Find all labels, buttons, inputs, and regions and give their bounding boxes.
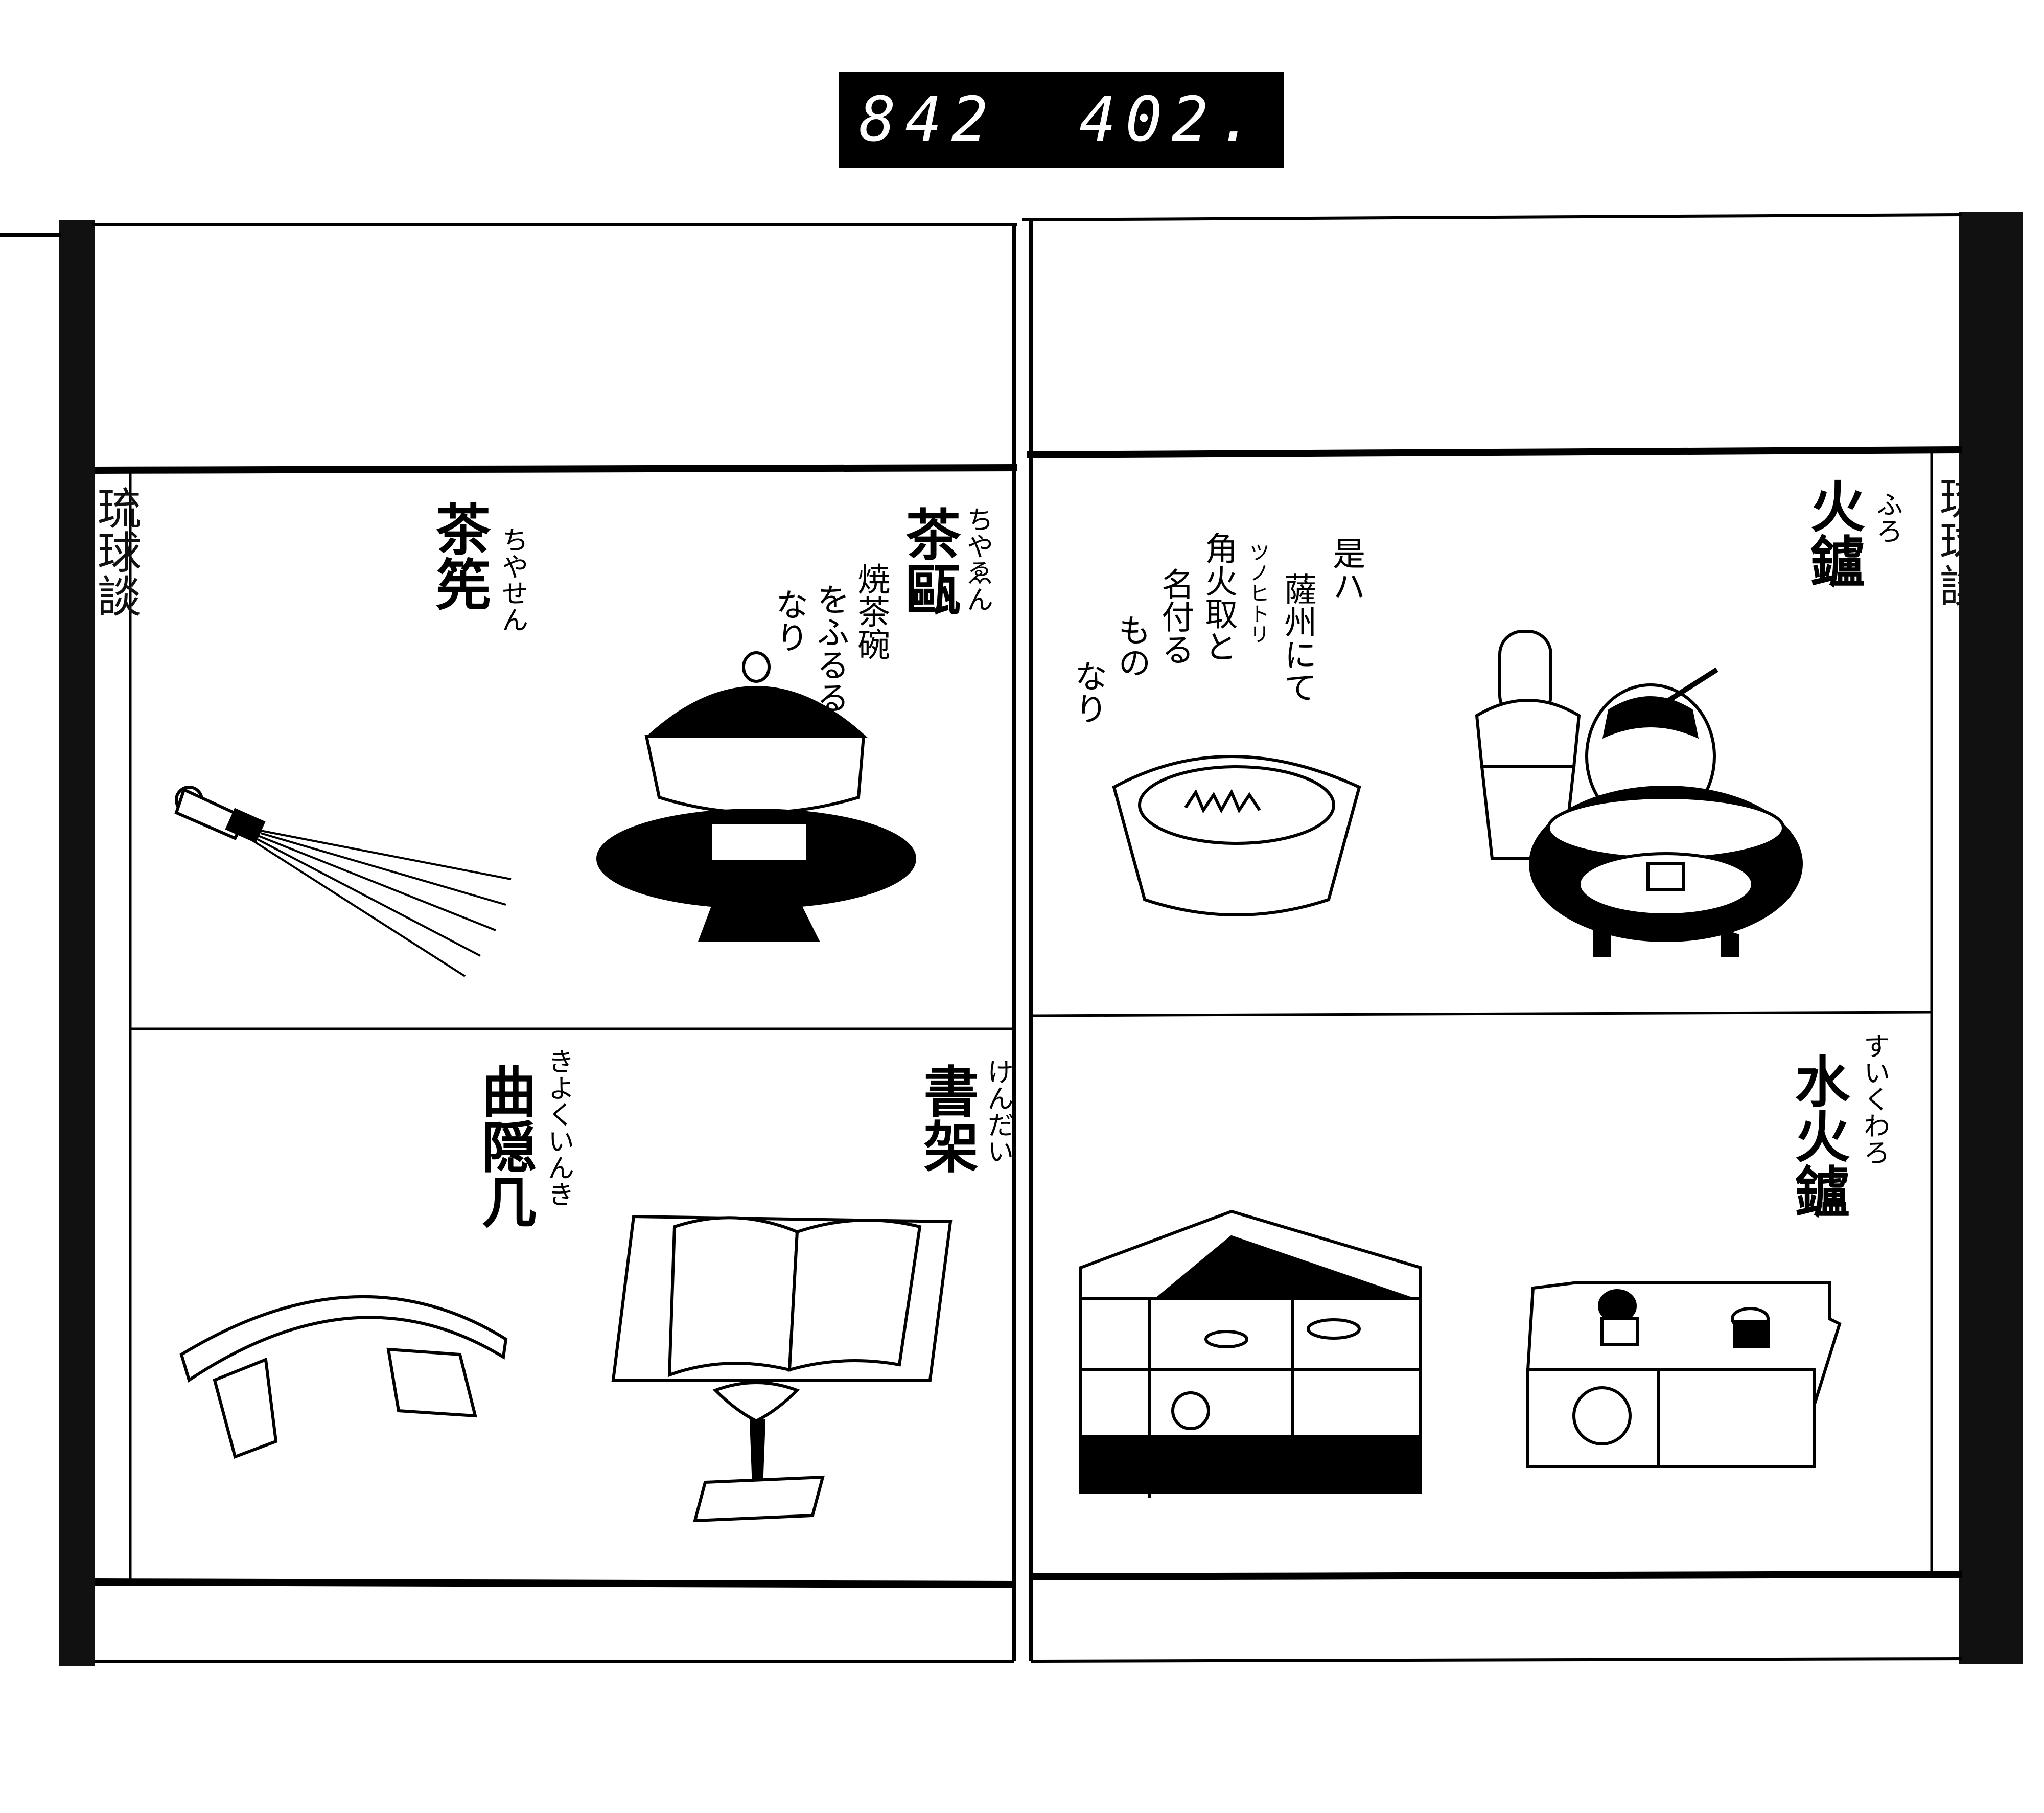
furo-note-3: 角火取と <box>1199 532 1238 662</box>
right-margin-title: 琉球談 <box>1932 475 1983 607</box>
book-stand-title: 書架 <box>914 1063 979 1174</box>
left-margin-title: 琉球談 <box>89 486 141 617</box>
water-fire-stove-reading: すいくわろ <box>1859 1032 1890 1165</box>
furo-note-5: もの <box>1112 613 1151 679</box>
furo-note-4: 名付る <box>1156 567 1194 665</box>
tea-whisk-illustration <box>174 786 512 977</box>
box-stove-illustration <box>1526 1281 1842 1468</box>
tea-bowl-illustration <box>596 651 916 942</box>
tea-bowl-title: 茶甌 <box>896 506 961 616</box>
armrest-title: 曲隠几 <box>472 1063 537 1229</box>
brazier-kettle-illustration <box>1475 630 1803 957</box>
right-binding-edge <box>1959 212 2023 1664</box>
tea-whisk-reading: ちやせん <box>497 526 528 633</box>
left-binding-edge <box>59 220 95 1666</box>
counter-right: 402. <box>1079 84 1264 155</box>
cabinet-stove-illustration <box>1079 1209 1422 1498</box>
right-page-frame <box>1021 213 1963 1663</box>
furo-note-6: なり <box>1069 659 1107 725</box>
counter-left: 842 <box>859 84 997 155</box>
left-page-frame <box>92 223 1017 1663</box>
tea-bowl-note-1: 焼茶碗 <box>852 562 890 660</box>
armrest-illustration <box>179 1295 508 1459</box>
frame-counter: 842 402. <box>839 72 1284 168</box>
tea-bowl-note-2: をふるる <box>811 583 849 714</box>
fire-bowl-illustration <box>1112 755 1361 916</box>
furo-title: 火鑪 <box>1801 478 1866 588</box>
furo-note-ruby: ツノヒトリ <box>1246 542 1269 644</box>
tea-bowl-note-3: なり <box>770 588 808 653</box>
book-stand-illustration <box>611 1214 953 1523</box>
water-fire-stove-title: 水火鑪 <box>1785 1053 1850 1219</box>
tea-whisk-title: 茶筅 <box>426 501 491 611</box>
furo-note-2: 薩州にて <box>1279 572 1317 703</box>
furo-reading: ふろ <box>1871 491 1902 544</box>
furo-note-1: 是ハ <box>1327 537 1365 602</box>
tea-bowl-reading: ちやゑん <box>962 506 993 612</box>
armrest-reading: きよくいんき <box>543 1048 574 1207</box>
book-stand-reading: けんだい <box>982 1058 1013 1164</box>
